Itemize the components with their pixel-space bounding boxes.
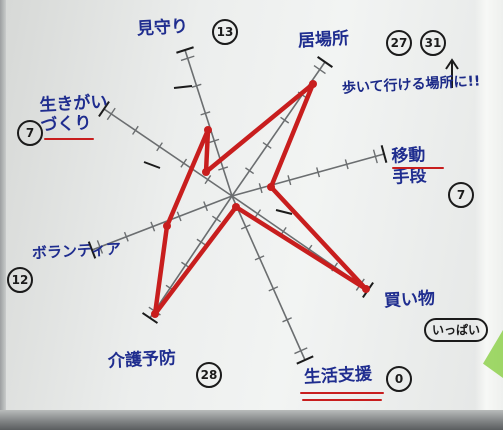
axis-label-seikatsu: 生活支援 xyxy=(303,364,373,388)
axis-tick-seikatsu xyxy=(294,347,308,355)
radar-polygon xyxy=(152,81,369,317)
axis-tick-idou xyxy=(372,149,378,164)
axis-tick-mimamori xyxy=(218,166,229,171)
radar-vertex-volunteer xyxy=(163,222,171,230)
axis-tick-seikatsu xyxy=(282,317,292,323)
axis-tick-idou xyxy=(258,183,263,194)
axis-tick-mimamori xyxy=(180,55,195,62)
axis-label-mimamori: 見守り xyxy=(136,16,189,40)
axis-tick-kaigo xyxy=(211,215,222,223)
axis-value-idou: 7 xyxy=(448,182,474,208)
axis-line-volunteer xyxy=(91,195,233,251)
axis-line-mimamori xyxy=(184,49,233,197)
whiteboard-tray xyxy=(0,410,503,430)
axis-tick-ikigai xyxy=(132,125,139,135)
radar-vertex-ibasho xyxy=(309,80,317,88)
radar-vertex-ikigai xyxy=(204,126,212,134)
axis-value-ibasho: 27 xyxy=(386,30,412,56)
axis-value-kaimono: いっぱい xyxy=(424,318,489,342)
axis-end-cap-seikatsu xyxy=(296,355,314,365)
axis-tick-volunteer xyxy=(96,240,104,254)
radar-vertex-idou xyxy=(267,183,275,191)
axis-tick-idou xyxy=(287,175,292,186)
axis-line-idou xyxy=(231,153,385,197)
axis-label-kaimono: 買い物 xyxy=(383,288,436,312)
radar-vertex-kaigo xyxy=(151,310,159,318)
marker-accent-tick xyxy=(275,209,293,215)
marker-accent-tick xyxy=(173,85,193,89)
axis-label-ibasho: 居場所 xyxy=(297,28,350,52)
axis-tick-volunteer xyxy=(150,221,156,232)
axis-tick-kaigo xyxy=(196,238,206,246)
axis-tick-kaimono xyxy=(254,209,262,219)
axis-tick-seikatsu xyxy=(240,224,251,230)
marker-accent-tick xyxy=(143,161,161,169)
axis-end-cap-idou xyxy=(380,145,388,163)
axis-end-cap-volunteer xyxy=(87,241,97,259)
axis-extra-value-ibasho: 31 xyxy=(420,30,446,56)
axis-tick-ikigai xyxy=(156,142,163,152)
axis-tick-volunteer xyxy=(176,211,182,222)
note-arrow xyxy=(445,58,459,88)
axis-tick-ibasho xyxy=(280,116,290,124)
axis-end-cap-ikigai xyxy=(98,100,110,118)
ikigai-underline xyxy=(44,138,94,140)
axis-end-cap-mimamori xyxy=(176,46,194,54)
axis-tick-mimamori xyxy=(200,111,211,116)
axis-tick-mimamori xyxy=(191,83,202,89)
axis-tick-ikigai xyxy=(180,158,188,168)
axis-tick-mimamori xyxy=(209,138,220,144)
axis-tick-volunteer xyxy=(123,231,129,242)
axis-value-seikatsu: 0 xyxy=(386,366,412,392)
axis-tick-ibasho xyxy=(245,167,255,175)
axis-end-cap-kaigo xyxy=(141,312,159,324)
axis-tick-ikigai xyxy=(204,175,212,185)
axis-tick-ibasho xyxy=(313,65,326,75)
axis-tick-idou xyxy=(344,159,349,170)
axis-end-cap-ibasho xyxy=(317,56,333,68)
axis-value-volunteer: 12 xyxy=(7,267,33,293)
axis-tick-seikatsu xyxy=(268,286,279,292)
axis-tick-volunteer xyxy=(203,201,209,212)
axis-line-ikigai xyxy=(103,108,233,197)
radar-vertices xyxy=(151,80,370,318)
radar-vertex-seikatsu xyxy=(232,203,240,211)
axis-value-ikigai: 7 xyxy=(17,120,43,146)
axis-line-kaigo xyxy=(149,195,233,319)
axis-value-mimamori: 13 xyxy=(212,19,238,45)
radar-vertex-kaimono xyxy=(362,285,370,293)
axis-tick-ikigai xyxy=(106,107,116,121)
axis-value-kaigo: 28 xyxy=(196,362,222,388)
axis-line-seikatsu xyxy=(231,195,306,361)
axis-label-kaigo: 介護予防 xyxy=(107,348,177,372)
axis-label-ikigai: 生きがい づくり xyxy=(38,92,108,137)
radar-vertex-mimamori xyxy=(202,168,210,176)
axis-tick-ibasho xyxy=(262,142,272,149)
axis-tick-idou xyxy=(316,167,321,178)
whiteboard-frame-left xyxy=(0,0,6,430)
idou-underline xyxy=(392,167,444,169)
seikatsu-underline-1 xyxy=(300,392,384,394)
seikatsu-underline-2 xyxy=(302,399,382,401)
axis-tick-seikatsu xyxy=(254,255,265,261)
